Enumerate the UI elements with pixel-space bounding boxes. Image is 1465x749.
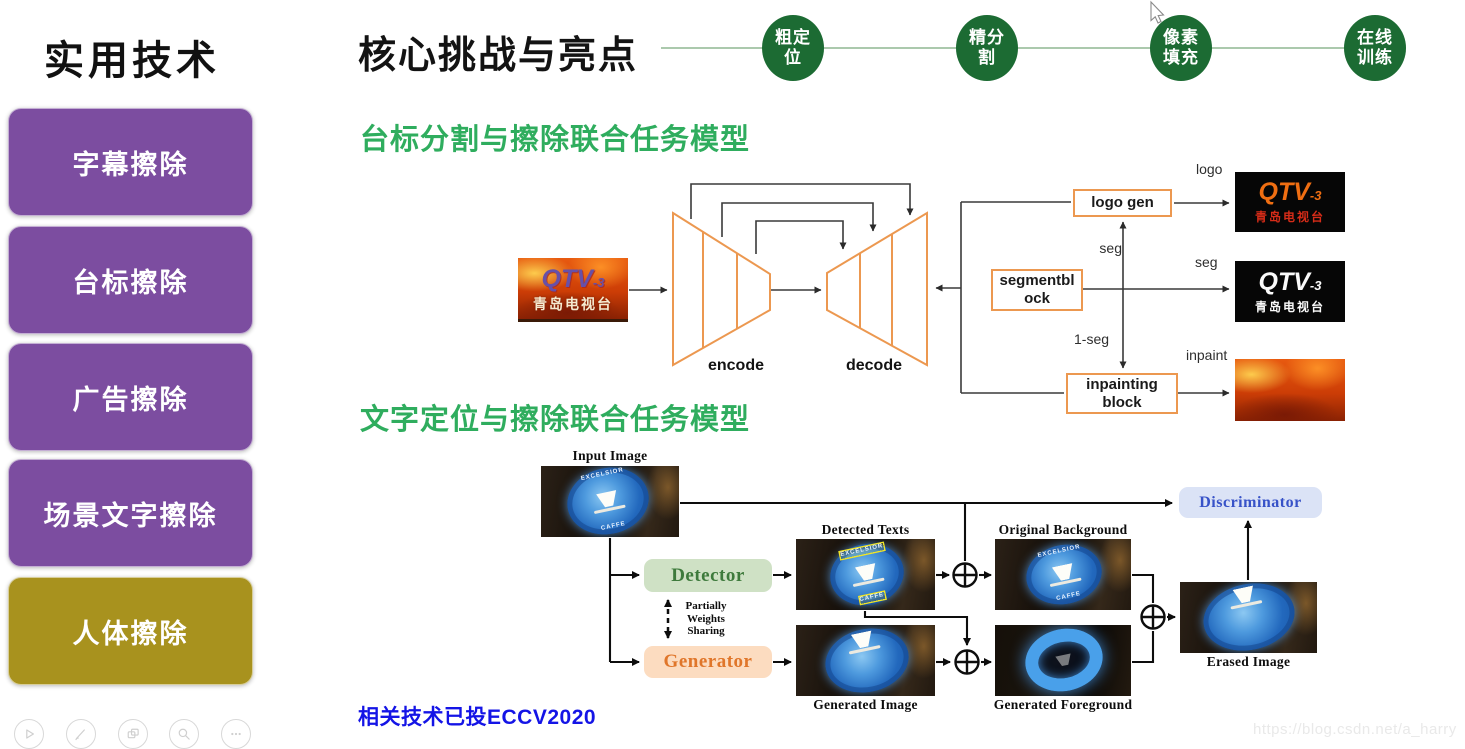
mouse-cursor: [1150, 0, 1165, 24]
annotate-button[interactable]: [66, 719, 96, 749]
page-title: 核心挑战与亮点: [358, 35, 639, 77]
generated-image: [796, 625, 935, 696]
inpaint-output-label: inpaint: [1186, 347, 1228, 363]
pen-icon: [75, 729, 85, 741]
sidebar-item-label: 人体擦除: [72, 618, 189, 649]
generated-foreground-image: [995, 625, 1131, 696]
input-image: EXCELSIOR CAFFE: [541, 466, 679, 537]
sidebar-item-subtitle-erase[interactable]: 字幕擦除: [8, 108, 253, 216]
decoder-trapezoid: [826, 211, 928, 367]
ellipsis-icon: [231, 732, 241, 736]
sidebar-item-human-erase[interactable]: 人体擦除: [8, 577, 253, 685]
logo-output-label: logo: [1196, 161, 1223, 177]
all-slides-button[interactable]: [118, 719, 148, 749]
play-icon: [26, 729, 34, 739]
skip-connection-middle: [721, 202, 877, 237]
skip-connection-inner: [755, 220, 847, 254]
original-background-label: Original Background: [998, 522, 1128, 537]
logo-gen-box: logo gen: [1073, 189, 1172, 217]
detector-box: Detector: [644, 559, 772, 592]
inpaint-output-image: [1235, 359, 1345, 421]
segment-block-box: segmentbl ock: [991, 269, 1083, 311]
magnifier-icon: [178, 728, 190, 740]
play-button[interactable]: [14, 719, 44, 749]
eccv-note: 相关技术已投ECCV2020: [358, 706, 597, 729]
sidebar-item-logo-erase[interactable]: 台标擦除: [8, 226, 253, 334]
sidebar-item-label: 场景文字擦除: [43, 500, 218, 531]
sidebar-item-label: 台标擦除: [72, 267, 189, 298]
watermark: https://blog.csdn.net/a_harry: [1253, 721, 1457, 738]
generated-foreground-label: Generated Foreground: [993, 697, 1133, 712]
sidebar-title: 实用技术: [44, 39, 220, 83]
detected-texts-label: Detected Texts: [821, 522, 910, 537]
generator-box: Generator: [644, 646, 772, 678]
sidebar-item-scene-text-erase[interactable]: 场景文字擦除: [8, 459, 253, 567]
more-options-button[interactable]: [221, 719, 251, 749]
steps-connector-line: [661, 47, 1406, 49]
zoom-button[interactable]: [169, 719, 199, 749]
step-coarse-localization: 粗定位: [762, 15, 824, 81]
inpainting-block-box: inpainting block: [1066, 373, 1178, 414]
sidebar-item-ad-erase[interactable]: 广告擦除: [8, 343, 253, 451]
encode-label: encode: [707, 357, 764, 374]
tv-input-image: QTV-3 青岛电视台: [518, 258, 628, 322]
discriminator-box: Discriminator: [1179, 487, 1322, 518]
erased-image-label: Erased Image: [1206, 654, 1291, 669]
sidebar-item-label: 字幕擦除: [72, 149, 189, 180]
original-background-image: EXCELSIOR CAFFE: [995, 539, 1131, 610]
one-minus-seg-edge-label: 1-seg: [1074, 331, 1110, 347]
detected-texts-image: EXCELSIOR CAFFE: [796, 539, 935, 610]
section2-heading: 文字定位与擦除联合任务模型: [360, 404, 751, 436]
input-image-label: Input Image: [572, 448, 648, 463]
erased-image: [1180, 582, 1317, 653]
seg-output-label: seg: [1195, 254, 1218, 270]
step-online-training: 在线训练: [1344, 15, 1406, 81]
slides-icon: [127, 728, 139, 739]
logo-output-image: QTV-3 青岛电视台: [1235, 172, 1345, 232]
step-fine-segmentation: 精分割: [956, 15, 1018, 81]
step-pixel-filling: 像素填充: [1150, 15, 1212, 81]
generated-image-label: Generated Image: [813, 697, 918, 712]
encoder-trapezoid: [672, 211, 771, 367]
seg-edge-label: seg: [1099, 240, 1122, 256]
section1-heading: 台标分割与擦除联合任务模型: [360, 124, 751, 156]
encoder-decoder-shapes: [672, 211, 928, 367]
skip-connection-outer: [690, 183, 914, 219]
decode-label: decode: [845, 357, 902, 374]
seg-output-image: QTV-3 青岛电视台: [1235, 261, 1345, 322]
sidebar-item-label: 广告擦除: [72, 384, 189, 415]
weights-sharing-note: Partially Weights Sharing: [685, 600, 727, 637]
